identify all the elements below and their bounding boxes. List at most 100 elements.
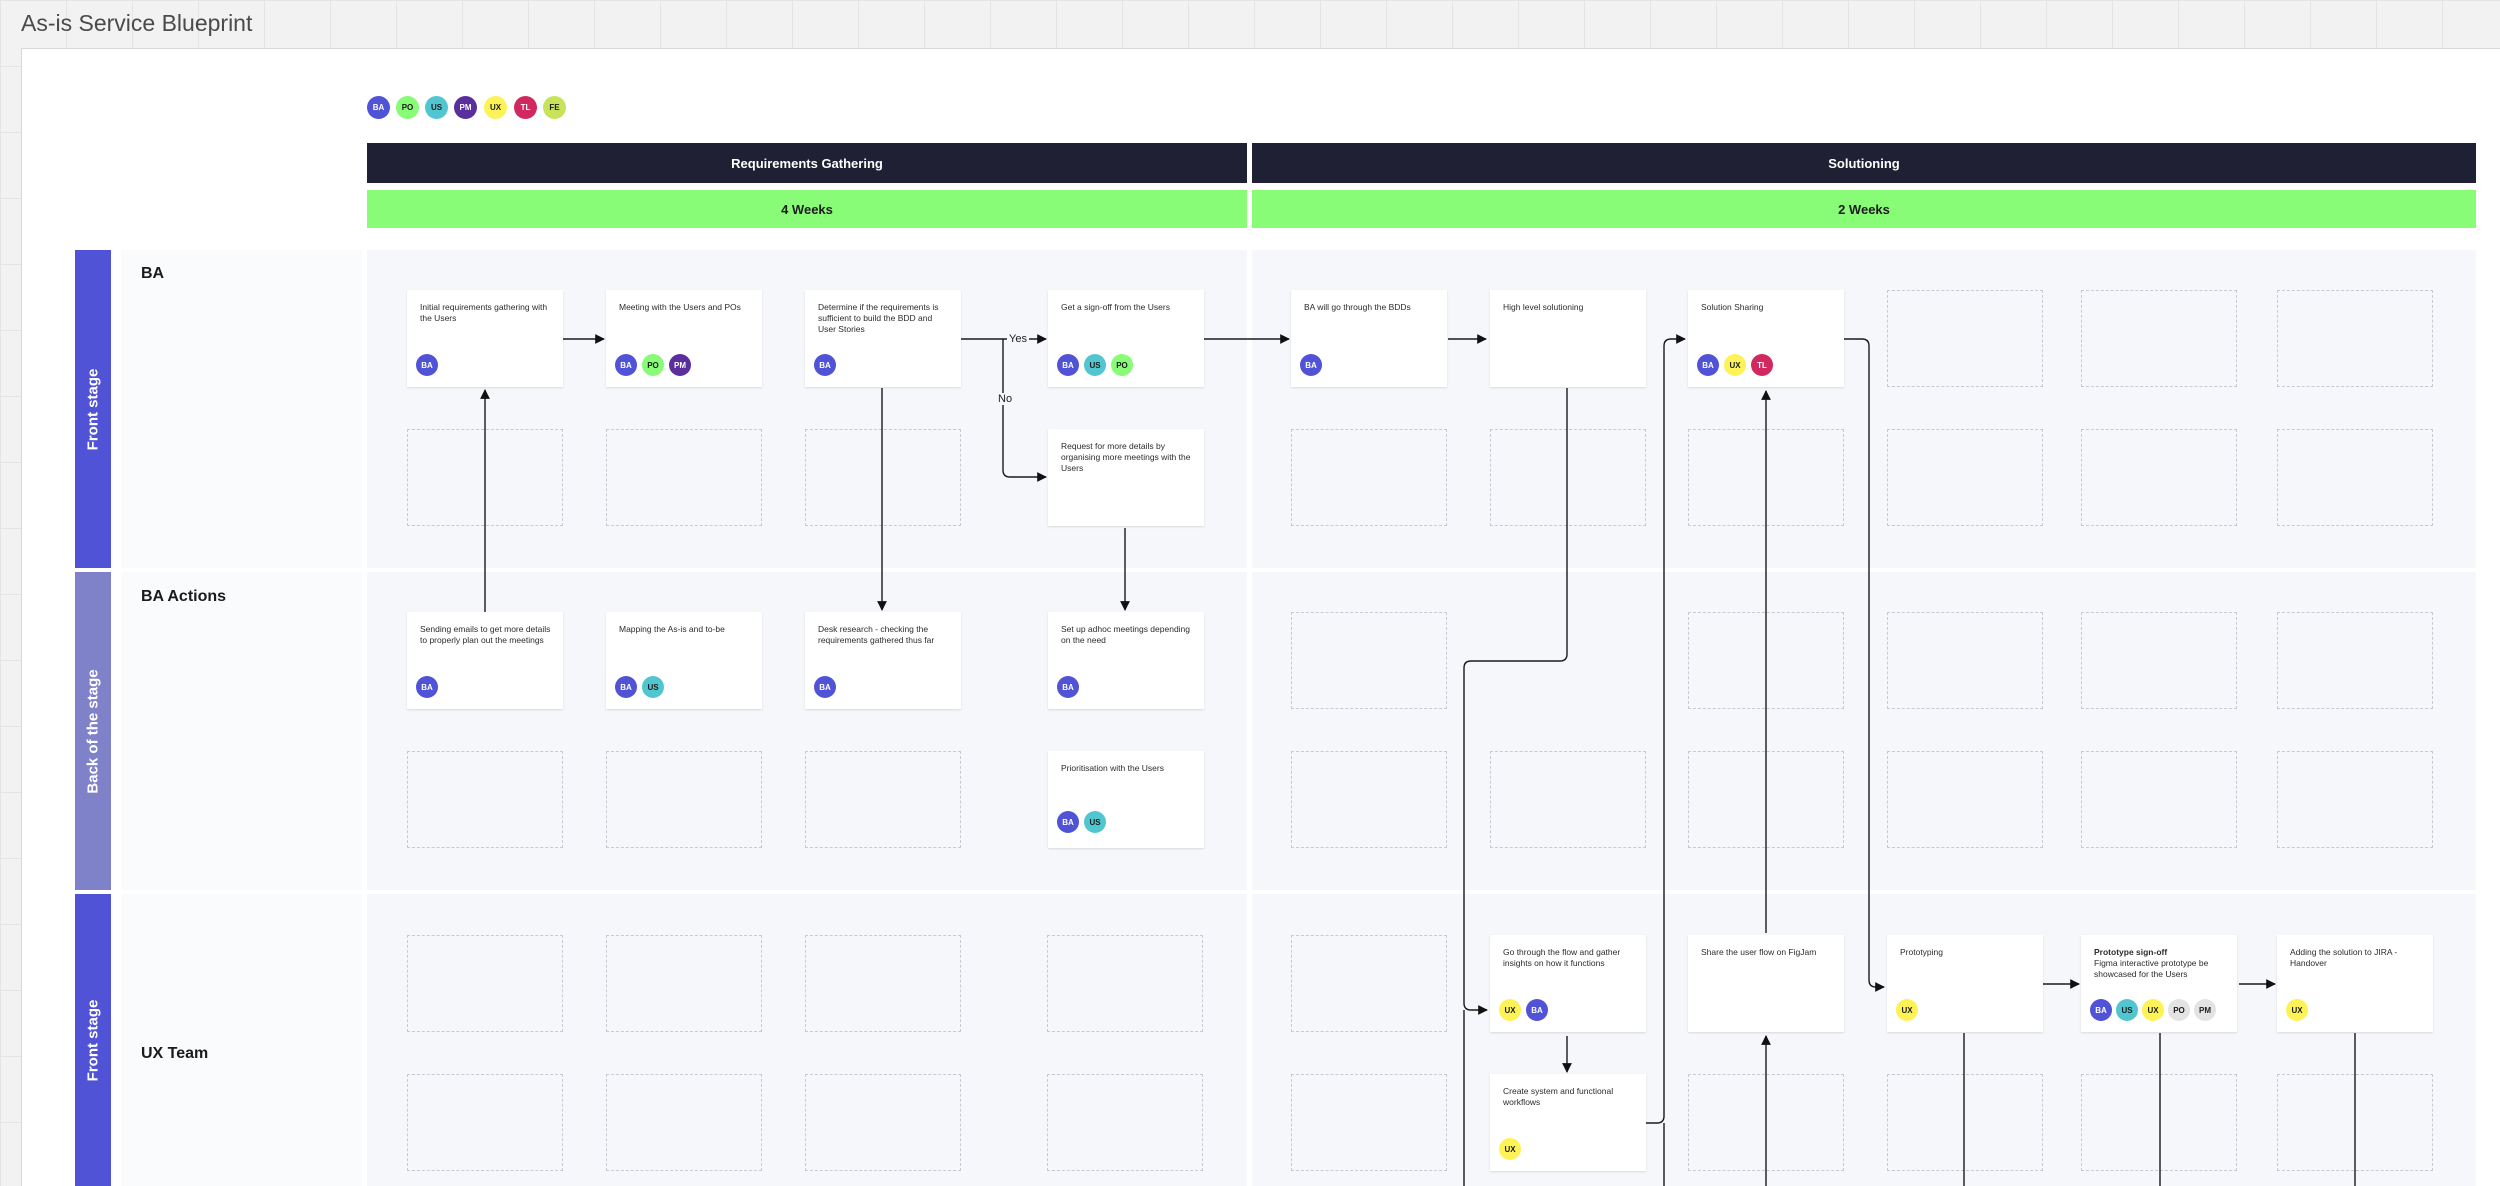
- placeholder-card[interactable]: [2277, 612, 2433, 709]
- person-chip[interactable]: BA: [1057, 811, 1079, 833]
- person-chip[interactable]: UX: [1499, 1138, 1521, 1160]
- placeholder-card[interactable]: [606, 429, 762, 526]
- phase-header-solutioning[interactable]: Solutioning: [1252, 143, 2476, 183]
- placeholder-card[interactable]: [1490, 429, 1646, 526]
- placeholder-card[interactable]: [1887, 1074, 2043, 1171]
- placeholder-card[interactable]: [407, 751, 563, 848]
- card-share-user-flow[interactable]: Share the user flow on FigJam: [1688, 935, 1844, 1032]
- legend-avatar-us[interactable]: US: [425, 96, 448, 119]
- person-chip[interactable]: PM: [2194, 999, 2216, 1021]
- person-chip[interactable]: BA: [416, 676, 438, 698]
- placeholder-card[interactable]: [1047, 1074, 1203, 1171]
- person-chip[interactable]: PO: [642, 354, 664, 376]
- card-mapping-as-is[interactable]: Mapping the As-is and to-be BA US: [606, 612, 762, 709]
- person-chip[interactable]: UX: [2286, 999, 2308, 1021]
- lane-label-ba[interactable]: BA: [141, 265, 165, 282]
- card-sending-emails[interactable]: Sending emails to get more details to pr…: [407, 612, 563, 709]
- card-adhoc-meetings[interactable]: Set up adhoc meetings depending on the n…: [1048, 612, 1204, 709]
- person-chip[interactable]: BA: [1300, 354, 1322, 376]
- placeholder-card[interactable]: [1490, 751, 1646, 848]
- person-chip[interactable]: US: [1084, 354, 1106, 376]
- placeholder-card[interactable]: [1047, 935, 1203, 1032]
- person-chip[interactable]: PO: [2168, 999, 2190, 1021]
- person-chip[interactable]: PM: [669, 354, 691, 376]
- card-ba-bdds[interactable]: BA will go through the BDDs BA: [1291, 290, 1447, 387]
- card-initial-requirements[interactable]: Initial requirements gathering with the …: [407, 290, 563, 387]
- legend-avatar-pm[interactable]: PM: [454, 96, 477, 119]
- card-desk-research[interactable]: Desk research - checking the requirement…: [805, 612, 961, 709]
- lane-tab-ba-actions-back-stage[interactable]: Back of the stage: [75, 572, 111, 890]
- person-chip[interactable]: UX: [1499, 999, 1521, 1021]
- person-chip[interactable]: UX: [2142, 999, 2164, 1021]
- card-adding-to-jira[interactable]: Adding the solution to JIRA - Handover U…: [2277, 935, 2433, 1032]
- person-chip[interactable]: BA: [814, 676, 836, 698]
- card-determine-requirements[interactable]: Determine if the requirements is suffici…: [805, 290, 961, 387]
- card-meeting-users-pos[interactable]: Meeting with the Users and POs BA PO PM: [606, 290, 762, 387]
- card-solution-sharing[interactable]: Solution Sharing BA UX TL: [1688, 290, 1844, 387]
- placeholder-card[interactable]: [1291, 1074, 1447, 1171]
- card-go-through-flow[interactable]: Go through the flow and gather insights …: [1490, 935, 1646, 1032]
- person-chip[interactable]: US: [2116, 999, 2138, 1021]
- person-chip[interactable]: BA: [2090, 999, 2112, 1021]
- placeholder-card[interactable]: [1291, 751, 1447, 848]
- legend-avatar-ba[interactable]: BA: [367, 96, 390, 119]
- placeholder-card[interactable]: [2081, 612, 2237, 709]
- placeholder-card[interactable]: [407, 1074, 563, 1171]
- person-chip[interactable]: UX: [1724, 354, 1746, 376]
- placeholder-card[interactable]: [2277, 429, 2433, 526]
- person-chip[interactable]: BA: [1526, 999, 1548, 1021]
- person-chip[interactable]: US: [1084, 811, 1106, 833]
- placeholder-card[interactable]: [2081, 751, 2237, 848]
- placeholder-card[interactable]: [1887, 751, 2043, 848]
- placeholder-card[interactable]: [805, 429, 961, 526]
- placeholder-card[interactable]: [805, 751, 961, 848]
- person-chip[interactable]: UX: [1896, 999, 1918, 1021]
- legend-avatar-ux[interactable]: UX: [484, 96, 507, 119]
- placeholder-card[interactable]: [1291, 935, 1447, 1032]
- placeholder-card[interactable]: [805, 1074, 961, 1171]
- placeholder-card[interactable]: [1291, 429, 1447, 526]
- placeholder-card[interactable]: [1887, 612, 2043, 709]
- card-create-workflows[interactable]: Create system and functional workflows U…: [1490, 1074, 1646, 1171]
- person-chip[interactable]: BA: [814, 354, 836, 376]
- legend-avatar-tl[interactable]: TL: [514, 96, 537, 119]
- phase-duration-solutioning[interactable]: 2 Weeks: [1252, 190, 2476, 228]
- placeholder-card[interactable]: [2277, 290, 2433, 387]
- placeholder-card[interactable]: [805, 935, 961, 1032]
- person-chip[interactable]: BA: [416, 354, 438, 376]
- document-title[interactable]: As-is Service Blueprint: [21, 10, 253, 36]
- lane-tab-ba-front-stage[interactable]: Front stage: [75, 250, 111, 568]
- card-prototyping[interactable]: Prototyping UX: [1887, 935, 2043, 1032]
- placeholder-card[interactable]: [606, 935, 762, 1032]
- person-chip[interactable]: US: [642, 676, 664, 698]
- person-chip[interactable]: PO: [1111, 354, 1133, 376]
- phase-header-requirements-gathering[interactable]: Requirements Gathering: [367, 143, 1247, 183]
- person-chip[interactable]: BA: [1057, 676, 1079, 698]
- card-prioritisation[interactable]: Prioritisation with the Users BA US: [1048, 751, 1204, 848]
- placeholder-card[interactable]: [606, 751, 762, 848]
- lane-tab-ux-team-front-stage[interactable]: Front stage: [75, 894, 111, 1186]
- placeholder-card[interactable]: [2277, 751, 2433, 848]
- person-chip[interactable]: BA: [1057, 354, 1079, 376]
- card-get-signoff[interactable]: Get a sign-off from the Users BA US PO: [1048, 290, 1204, 387]
- placeholder-card[interactable]: [407, 935, 563, 1032]
- placeholder-card[interactable]: [2081, 429, 2237, 526]
- person-chip[interactable]: BA: [1697, 354, 1719, 376]
- card-high-level-solutioning[interactable]: High level solutioning: [1490, 290, 1646, 387]
- placeholder-card[interactable]: [2081, 1074, 2237, 1171]
- placeholder-card[interactable]: [606, 1074, 762, 1171]
- placeholder-card[interactable]: [1887, 429, 2043, 526]
- placeholder-card[interactable]: [1291, 612, 1447, 709]
- placeholder-card[interactable]: [1887, 290, 2043, 387]
- legend-avatar-fe[interactable]: FE: [543, 96, 566, 119]
- lane-label-ux-team[interactable]: UX Team: [141, 1045, 209, 1062]
- person-chip[interactable]: TL: [1751, 354, 1773, 376]
- card-request-details[interactable]: Request for more details by organising m…: [1048, 429, 1204, 526]
- phase-duration-requirements-gathering[interactable]: 4 Weeks: [367, 190, 1247, 228]
- lane-label-ba-actions[interactable]: BA Actions: [141, 588, 227, 605]
- card-prototype-signoff[interactable]: Prototype sign-off Figma interactive pro…: [2081, 935, 2237, 1032]
- person-chip[interactable]: BA: [615, 354, 637, 376]
- placeholder-card[interactable]: [2081, 290, 2237, 387]
- legend-avatar-po[interactable]: PO: [396, 96, 419, 119]
- person-chip[interactable]: BA: [615, 676, 637, 698]
